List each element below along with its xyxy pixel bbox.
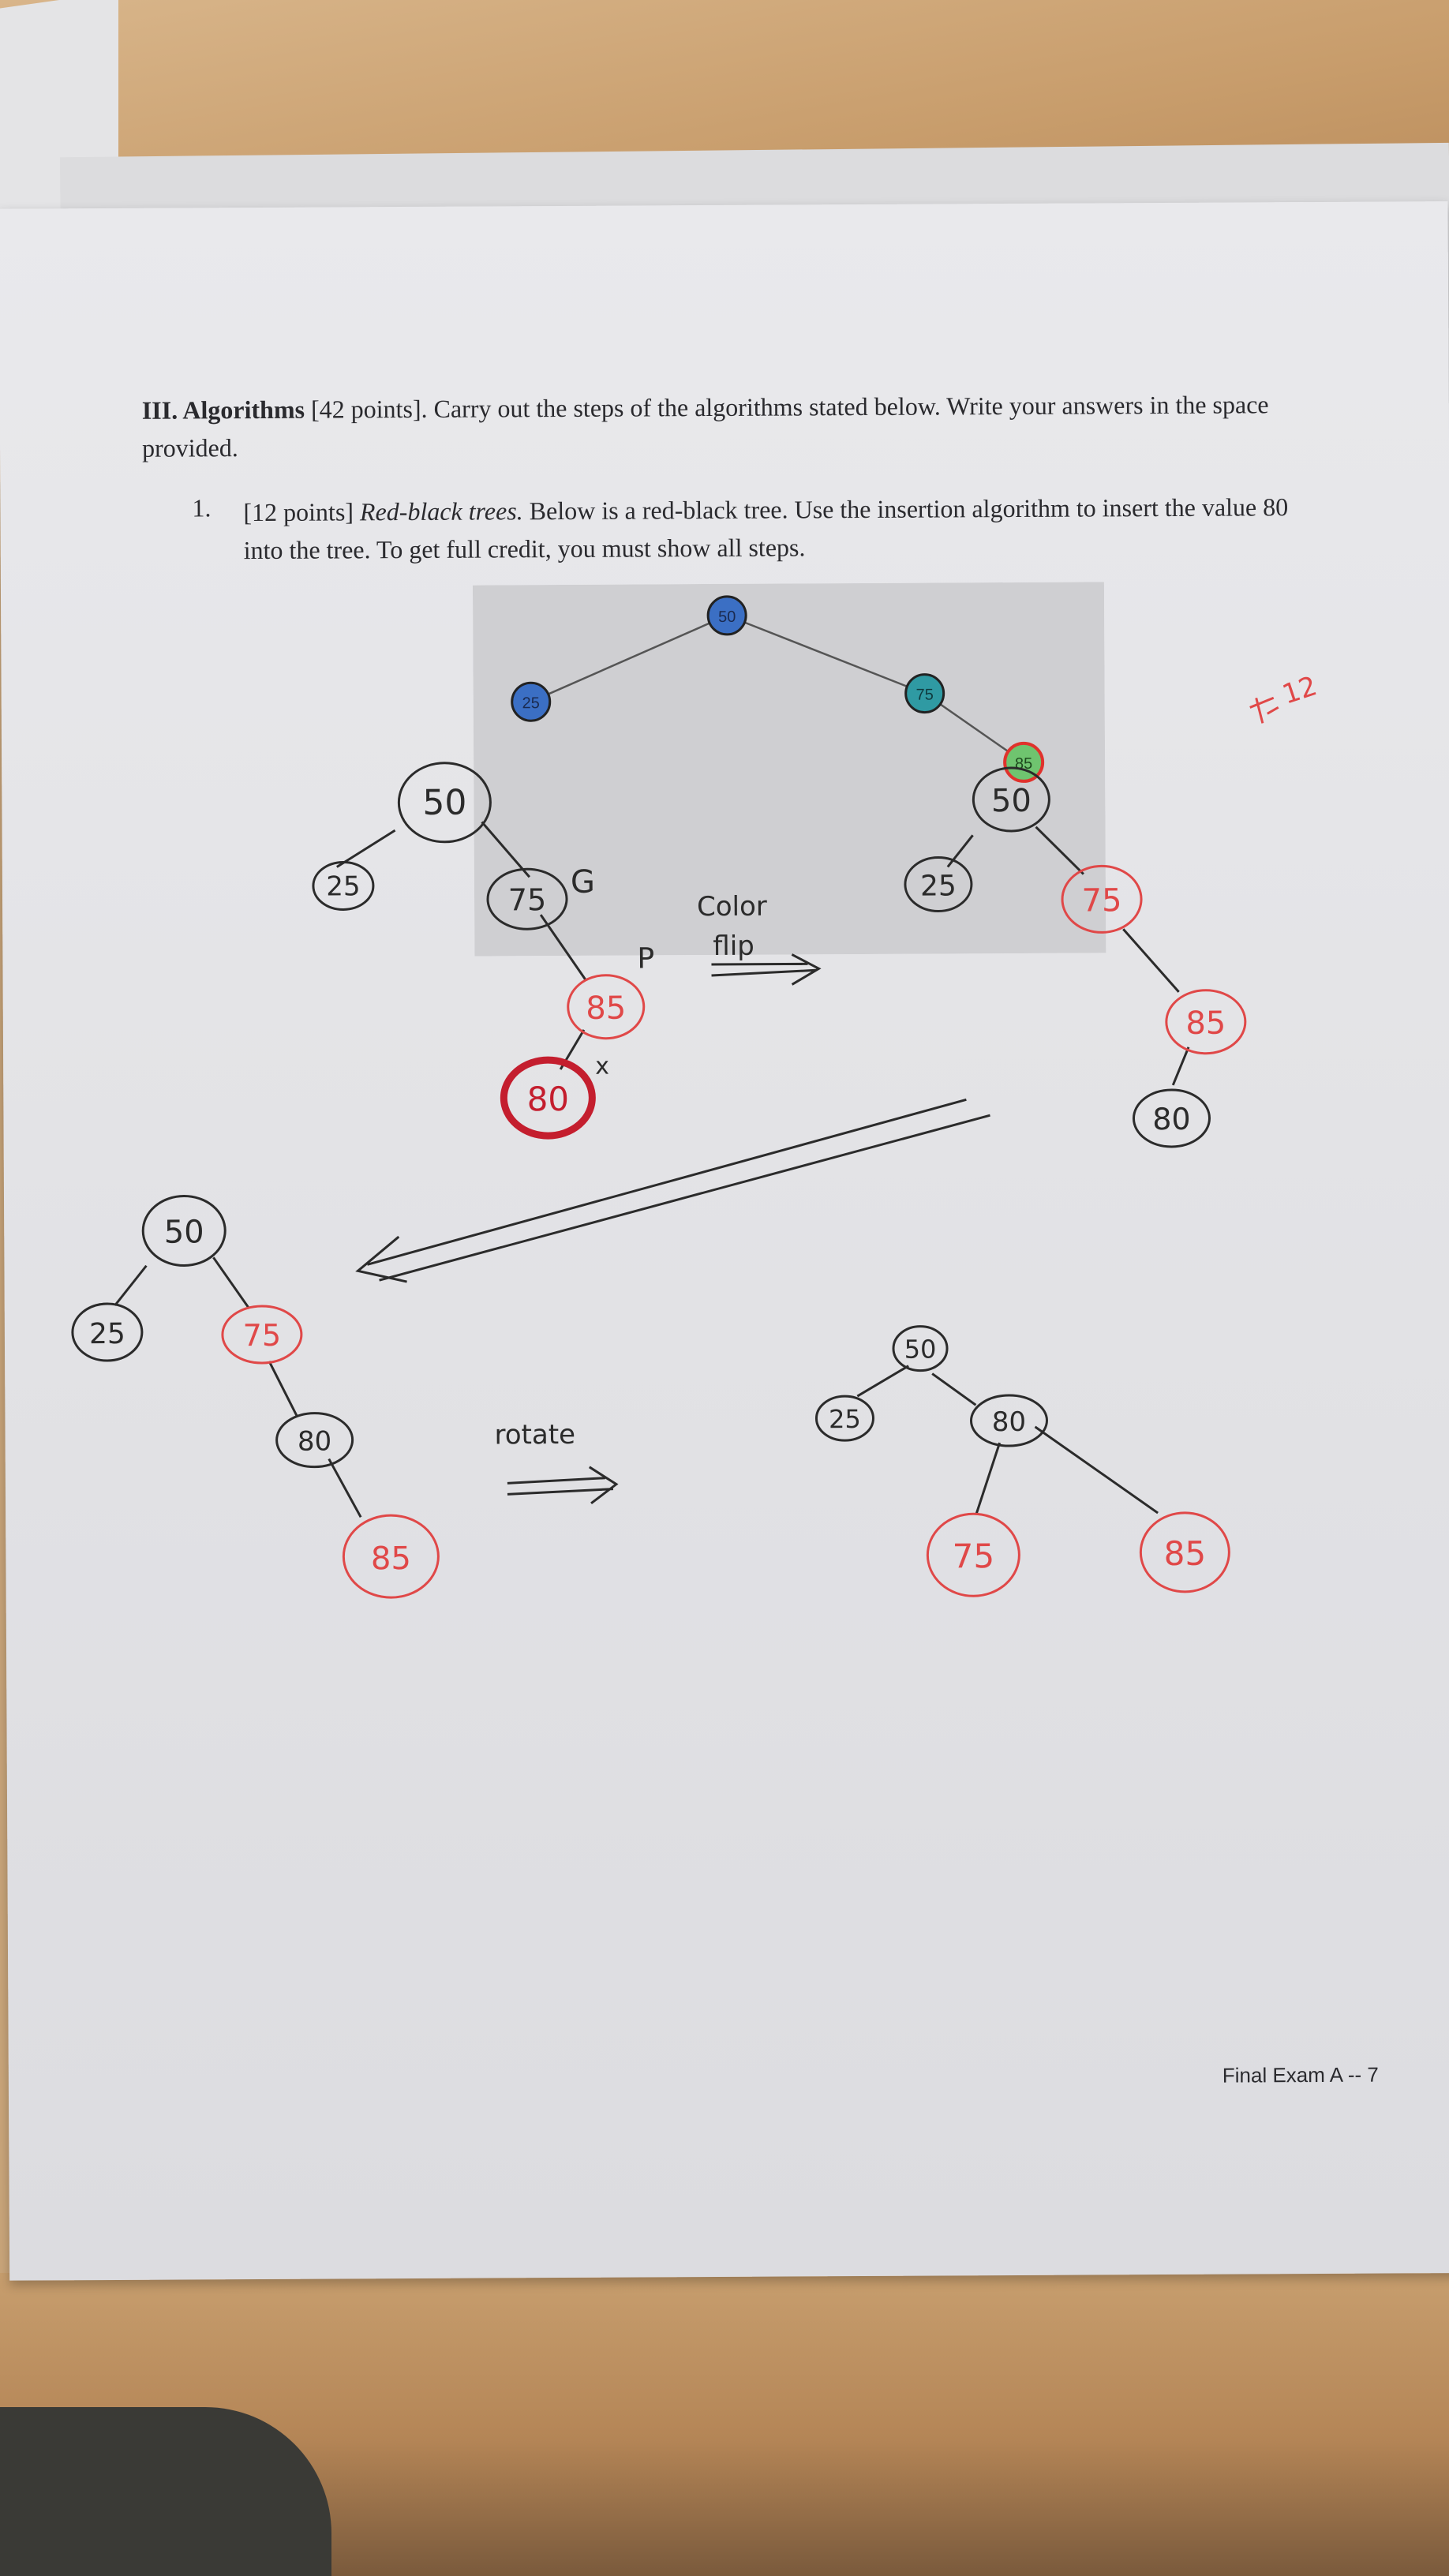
step3-node-80: 80 (275, 1412, 354, 1469)
svg-text:80: 80 (992, 1406, 1026, 1438)
figure-panel (472, 582, 1106, 957)
step1-node-75: 75 (486, 867, 568, 930)
step2-node-85: 85 (1165, 989, 1247, 1055)
step1-node-25: 25 (312, 860, 375, 911)
grader-score: 12 (1249, 670, 1321, 724)
tree-node-25: 25 (511, 681, 552, 722)
svg-text:85: 85 (586, 990, 626, 1027)
parent-label: P (637, 942, 654, 975)
next-step-arrow (355, 1098, 990, 1283)
exam-page: III. Algorithms [42 points]. Carry out t… (0, 201, 1449, 2281)
step3-node-50: 50 (141, 1195, 227, 1267)
svg-text:50: 50 (422, 783, 466, 823)
step3-node-25: 25 (71, 1302, 144, 1362)
step2-node-80: 80 (1132, 1088, 1211, 1148)
step1-node-85: 85 (567, 974, 646, 1040)
svg-text:25: 25 (920, 870, 957, 902)
svg-text:50: 50 (718, 608, 736, 626)
step2-node-75: 75 (1061, 864, 1143, 934)
step4-node-80: 80 (969, 1394, 1048, 1447)
step1-node-50: 50 (397, 762, 492, 844)
svg-text:12: 12 (1279, 670, 1321, 711)
svg-text:75: 75 (915, 687, 933, 704)
svg-text:75: 75 (243, 1318, 282, 1353)
svg-text:75: 75 (1081, 882, 1121, 919)
handwritten-work: 12 50 25 75 G 85 P (71, 670, 1321, 1599)
step-4-tree: 50 25 80 75 85 (814, 1325, 1230, 1597)
step2-node-25: 25 (904, 856, 973, 912)
step4-node-50: 50 (892, 1325, 949, 1372)
rotate-arrow: rotate (494, 1419, 619, 1505)
step4-node-85: 85 (1139, 1511, 1230, 1593)
svg-text:50: 50 (164, 1214, 204, 1250)
step-3-tree: 50 25 75 80 85 (71, 1195, 440, 1599)
step-2-tree: 50 25 75 85 80 (904, 766, 1247, 1148)
svg-text:85: 85 (371, 1541, 411, 1577)
svg-text:50: 50 (991, 783, 1032, 819)
step1-node-80: 80 (500, 1056, 596, 1140)
inserted-label: x (595, 1053, 609, 1080)
step3-node-85: 85 (342, 1514, 440, 1599)
svg-text:flip: flip (713, 930, 754, 962)
svg-text:80: 80 (527, 1080, 570, 1118)
svg-text:25: 25 (522, 695, 540, 712)
svg-text:80: 80 (298, 1426, 331, 1458)
svg-text:25: 25 (326, 871, 360, 902)
color-flip-arrow: Color flip (697, 891, 822, 986)
svg-text:80: 80 (1152, 1102, 1191, 1136)
edge-50-75 (726, 614, 926, 695)
svg-text:75: 75 (508, 882, 547, 917)
step4-node-75: 75 (926, 1512, 1020, 1597)
dark-object-corner (0, 2407, 331, 2576)
page-footer: Final Exam A -- 7 (1222, 2062, 1379, 2087)
svg-text:85: 85 (1185, 1005, 1226, 1042)
printed-tree-figure: 50 25 75 85 (472, 582, 1106, 957)
svg-text:75: 75 (953, 1537, 995, 1575)
svg-text:85: 85 (1164, 1534, 1207, 1573)
svg-text:25: 25 (829, 1404, 861, 1434)
step4-node-25: 25 (814, 1395, 874, 1442)
step3-node-75: 75 (221, 1305, 303, 1365)
step2-node-50: 50 (972, 766, 1050, 833)
svg-text:25: 25 (89, 1318, 125, 1350)
svg-text:Color: Color (697, 891, 767, 923)
edge-50-25 (530, 614, 728, 703)
tree-node-75: 75 (904, 673, 945, 714)
grandparent-label: G (571, 864, 595, 900)
svg-text:rotate: rotate (494, 1419, 575, 1451)
svg-text:50: 50 (904, 1335, 937, 1365)
step-1-tree: 50 25 75 G 85 P 80 x (312, 762, 654, 1140)
tree-node-50: 50 (706, 595, 747, 636)
